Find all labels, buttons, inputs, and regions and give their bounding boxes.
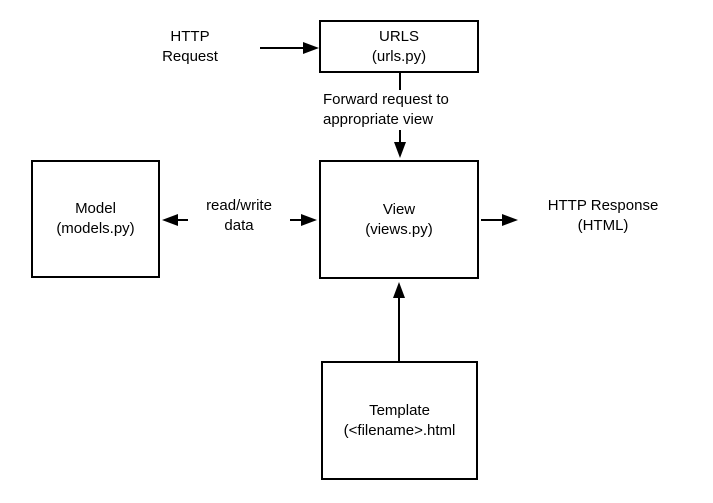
template-box-title: Template: [369, 401, 430, 419]
http-request-label: HTTP Request: [130, 27, 250, 67]
forward-request-label-line2: appropriate view: [323, 111, 434, 128]
urls-box-subtitle: (urls.py): [371, 47, 427, 65]
model-box-title: Model: [75, 200, 116, 217]
template-box: Template (<filename>.html: [321, 361, 478, 480]
urls-box: URLS (urls.py): [319, 20, 479, 73]
view-box: View (views.py): [319, 160, 479, 279]
http-response-arrow: [481, 214, 518, 226]
model-box: Model (models.py): [31, 160, 160, 278]
http-request-label-line1: HTTP: [170, 28, 210, 45]
read-write-label: read/write data: [188, 196, 290, 236]
forward-request-label-line1: Forward request to: [323, 91, 449, 108]
http-response-label: HTTP Response (HTML): [528, 196, 678, 236]
http-request-arrow: [260, 42, 319, 54]
forward-request-label: Forward request to appropriate view: [323, 90, 449, 130]
template-box-subtitle: (<filename>.html: [343, 421, 456, 439]
http-response-label-line2: (HTML): [577, 217, 629, 234]
read-write-label-line1: read/write: [206, 197, 272, 214]
http-request-label-line2: Request: [162, 48, 218, 65]
model-box-subtitle: (models.py): [56, 220, 135, 237]
urls-box-title: URLS: [378, 27, 419, 45]
template-view-arrow: [393, 282, 405, 361]
read-write-label-line2: data: [224, 217, 254, 234]
view-box-subtitle: (views.py): [365, 220, 433, 238]
view-box-title: View: [382, 200, 416, 218]
http-response-label-line1: HTTP Response: [547, 197, 659, 214]
